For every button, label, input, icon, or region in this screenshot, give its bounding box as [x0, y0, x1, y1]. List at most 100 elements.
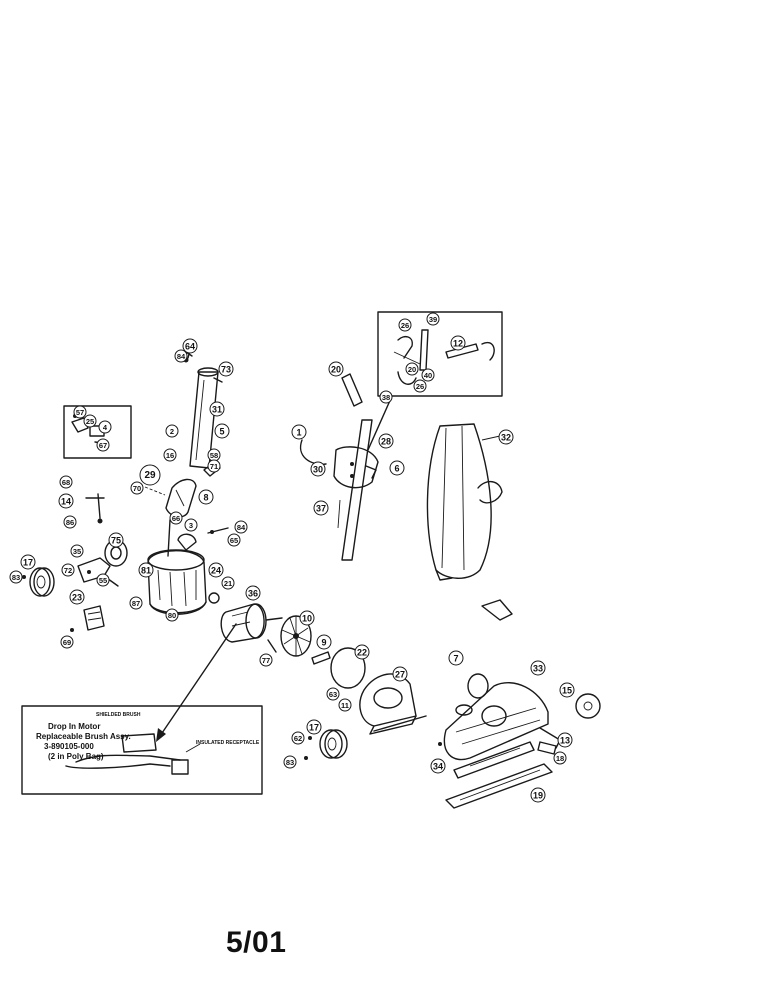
callout-number: 29 [144, 470, 156, 481]
callout-13: 13 [557, 732, 573, 748]
callout-circle [20, 554, 36, 570]
callout-number: 83 [12, 573, 20, 582]
callout-number: 11 [341, 701, 349, 710]
callout-circle [165, 424, 179, 438]
callout-18: 18 [553, 751, 567, 765]
callout-17: 17 [306, 719, 322, 735]
callout-circle [59, 475, 73, 489]
callout-36: 36 [245, 585, 261, 601]
callout-circle [338, 698, 352, 712]
callout-number: 84 [177, 352, 186, 361]
callout-number: 20 [408, 365, 416, 374]
wand-box [377, 311, 503, 397]
dust-bag [426, 423, 503, 581]
brushroll [453, 741, 535, 779]
inset-poly-bag: (2 in Poly Bag) [48, 752, 104, 761]
callout-83: 83 [9, 570, 23, 584]
callout-33: 33 [530, 660, 546, 676]
nozzle [438, 682, 561, 761]
callout-number: 28 [381, 437, 391, 447]
callout-circle [299, 610, 315, 626]
callout-number: 18 [556, 754, 564, 763]
callout-number: 27 [395, 670, 405, 680]
callout-circle [227, 533, 241, 547]
callout-77: 77 [259, 653, 273, 667]
callout-number: 64 [185, 342, 195, 352]
callout-number: 26 [401, 321, 409, 330]
callout-9: 9 [316, 634, 332, 650]
callout-number: 16 [166, 451, 174, 460]
callout-circle [83, 414, 97, 428]
callout-12: 12 [450, 335, 466, 351]
callout-circle [316, 634, 332, 650]
callout-39: 39 [426, 312, 440, 326]
callout-24: 24 [208, 562, 224, 578]
callout-circle [448, 650, 464, 666]
callout-26: 26 [413, 379, 427, 393]
bottom-plate [445, 763, 553, 809]
callout-40: 40 [421, 368, 435, 382]
callout-86: 86 [63, 515, 77, 529]
callout-number: 17 [23, 558, 33, 568]
callout-68: 68 [59, 475, 73, 489]
callout-circle [413, 379, 427, 393]
callout-number: 72 [64, 566, 72, 575]
callout-72: 72 [61, 563, 75, 577]
callout-number: 37 [316, 504, 326, 514]
front-wheel [455, 673, 489, 716]
callout-circle [70, 544, 84, 558]
callout-number: 80 [168, 611, 176, 620]
callout-number: 5 [219, 427, 224, 437]
callout-number: 66 [172, 514, 180, 523]
callout-number: 33 [533, 664, 543, 674]
callout-84: 84 [174, 349, 188, 363]
callout-circle [498, 429, 514, 445]
callout-circle [379, 390, 393, 404]
shaft-9 [267, 639, 331, 665]
callout-21: 21 [221, 576, 235, 590]
callout-circle [58, 493, 74, 509]
callout-circle [9, 570, 23, 584]
callout-circle [234, 520, 248, 534]
callout-circle [165, 608, 179, 622]
callout-67: 67 [96, 438, 110, 452]
height-adjust [70, 605, 105, 632]
callout-57: 57 [73, 405, 87, 419]
callout-80: 80 [165, 608, 179, 622]
callout-number: 7 [453, 654, 458, 664]
callout-27: 27 [392, 666, 408, 682]
callout-31: 31 [209, 401, 225, 417]
callout-circle [313, 500, 329, 516]
fan [280, 615, 312, 657]
callout-number: 73 [221, 365, 231, 375]
callout-circle [98, 420, 112, 434]
callout-number: 26 [416, 382, 424, 391]
callout-number: 55 [99, 576, 107, 585]
callout-71: 71 [207, 459, 221, 473]
callout-circle [96, 573, 110, 587]
callout-number: 71 [210, 462, 218, 471]
callout-number: 63 [329, 690, 337, 699]
part-25 [481, 599, 513, 621]
cord-hook-20 [341, 373, 363, 407]
callout-circle [291, 731, 305, 745]
callout-circle [426, 312, 440, 326]
callout-circle [421, 368, 435, 382]
callout-number: 4 [103, 423, 108, 432]
callout-circle [328, 361, 344, 377]
callout-circle [130, 481, 144, 495]
callout-1: 1 [291, 424, 307, 440]
callout-55: 55 [96, 573, 110, 587]
callout-11: 11 [338, 698, 352, 712]
callout-32: 32 [498, 429, 514, 445]
parts-13-18 [537, 741, 557, 755]
callout-2: 2 [165, 424, 179, 438]
callout-87: 87 [129, 596, 143, 610]
callout-83: 83 [283, 755, 297, 769]
callout-circle [553, 751, 567, 765]
leader-bag [481, 435, 501, 441]
callout-number: 15 [562, 686, 572, 696]
callout-37: 37 [313, 500, 329, 516]
callout-10: 10 [299, 610, 315, 626]
